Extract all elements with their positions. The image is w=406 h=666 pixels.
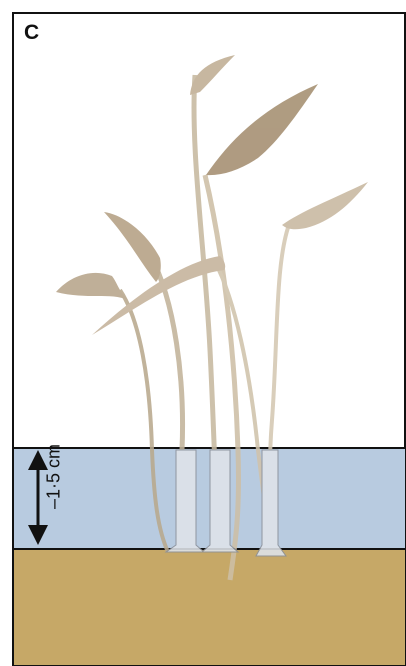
seedling-leaf [56,273,128,300]
seedling-leaf [104,212,161,282]
seedling-leaf [206,84,318,175]
panel-label: C [24,22,39,43]
seedling-leaf [282,182,368,229]
soil-layer [14,549,405,665]
depth-label: –1·5 cm [44,432,65,522]
seedling-leaf [190,55,235,95]
